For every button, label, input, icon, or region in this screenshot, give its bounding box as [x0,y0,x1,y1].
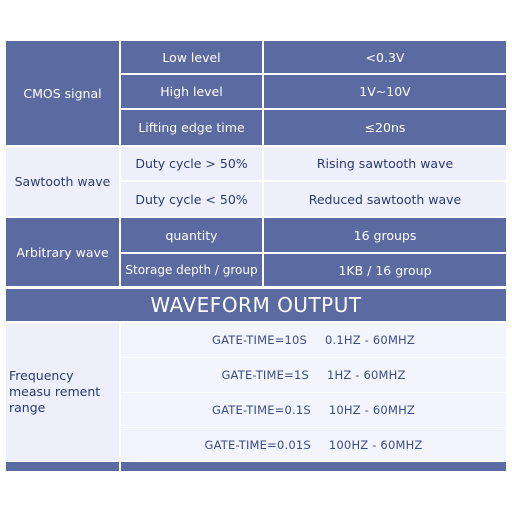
cmos-high-level-value: 1V~10V [264,75,506,108]
frequency-range-value: 100HZ - 60MHZ [328,437,423,452]
sawtooth-duty-high-name: Duty cycle > 50% [121,147,262,180]
sawtooth-wave-label: Sawtooth wave [6,147,119,216]
cmos-edge-time-name: Lifting edge time [121,110,262,145]
cmos-signal-label: CMOS signal [6,41,119,145]
cmos-low-level-value: <0.3V [264,41,506,73]
cmos-high-level-name: High level [121,75,262,108]
cmos-low-level-name: Low level [121,41,262,73]
waveform-output-header: WAVEFORM OUTPUT [6,289,506,321]
table-bottom-bar [6,462,119,471]
gate-time-label: GATE-TIME=10S [211,333,308,347]
frequency-range-value: 10HZ - 60MHZ [328,403,415,417]
frequency-range-value: 0.1HZ - 60MHZ [325,333,415,347]
arbitrary-quantity-name: quantity [121,218,262,252]
sawtooth-duty-low-name: Duty cycle < 50% [121,182,262,216]
frequency-range-value: 1HZ - 60MHZ [326,368,406,382]
gate-time-label: GATE-TIME=0.01S [204,437,311,452]
arbitrary-quantity-value: 16 groups [264,218,506,252]
arbitrary-wave-label: Arbitrary wave [6,218,119,286]
arbitrary-storage-depth-name: Storage depth / group [121,254,262,286]
frequency-row-0-1s: GATE-TIME=0.1S 10HZ - 60MHZ [121,393,506,427]
sawtooth-duty-low-value: Reduced sawtooth wave [264,182,506,216]
arbitrary-storage-depth-value: 1KB / 16 group [264,254,506,286]
gate-time-label: GATE-TIME=1S [221,368,309,382]
frequency-row-1s: GATE-TIME=1S 1HZ - 60MHZ [121,358,506,392]
gate-time-label: GATE-TIME=0.1S [211,403,311,417]
frequency-range-label: Frequency measu rement range [6,323,119,461]
cmos-edge-time-value: ≤20ns [264,110,506,145]
table-bottom-bar [121,462,506,471]
frequency-row-10s: GATE-TIME=10S 0.1HZ - 60MHZ [121,323,506,357]
frequency-row-0-01s: GATE-TIME=0.01S 100HZ - 60MHZ [121,428,506,461]
sawtooth-duty-high-value: Rising sawtooth wave [264,147,506,180]
